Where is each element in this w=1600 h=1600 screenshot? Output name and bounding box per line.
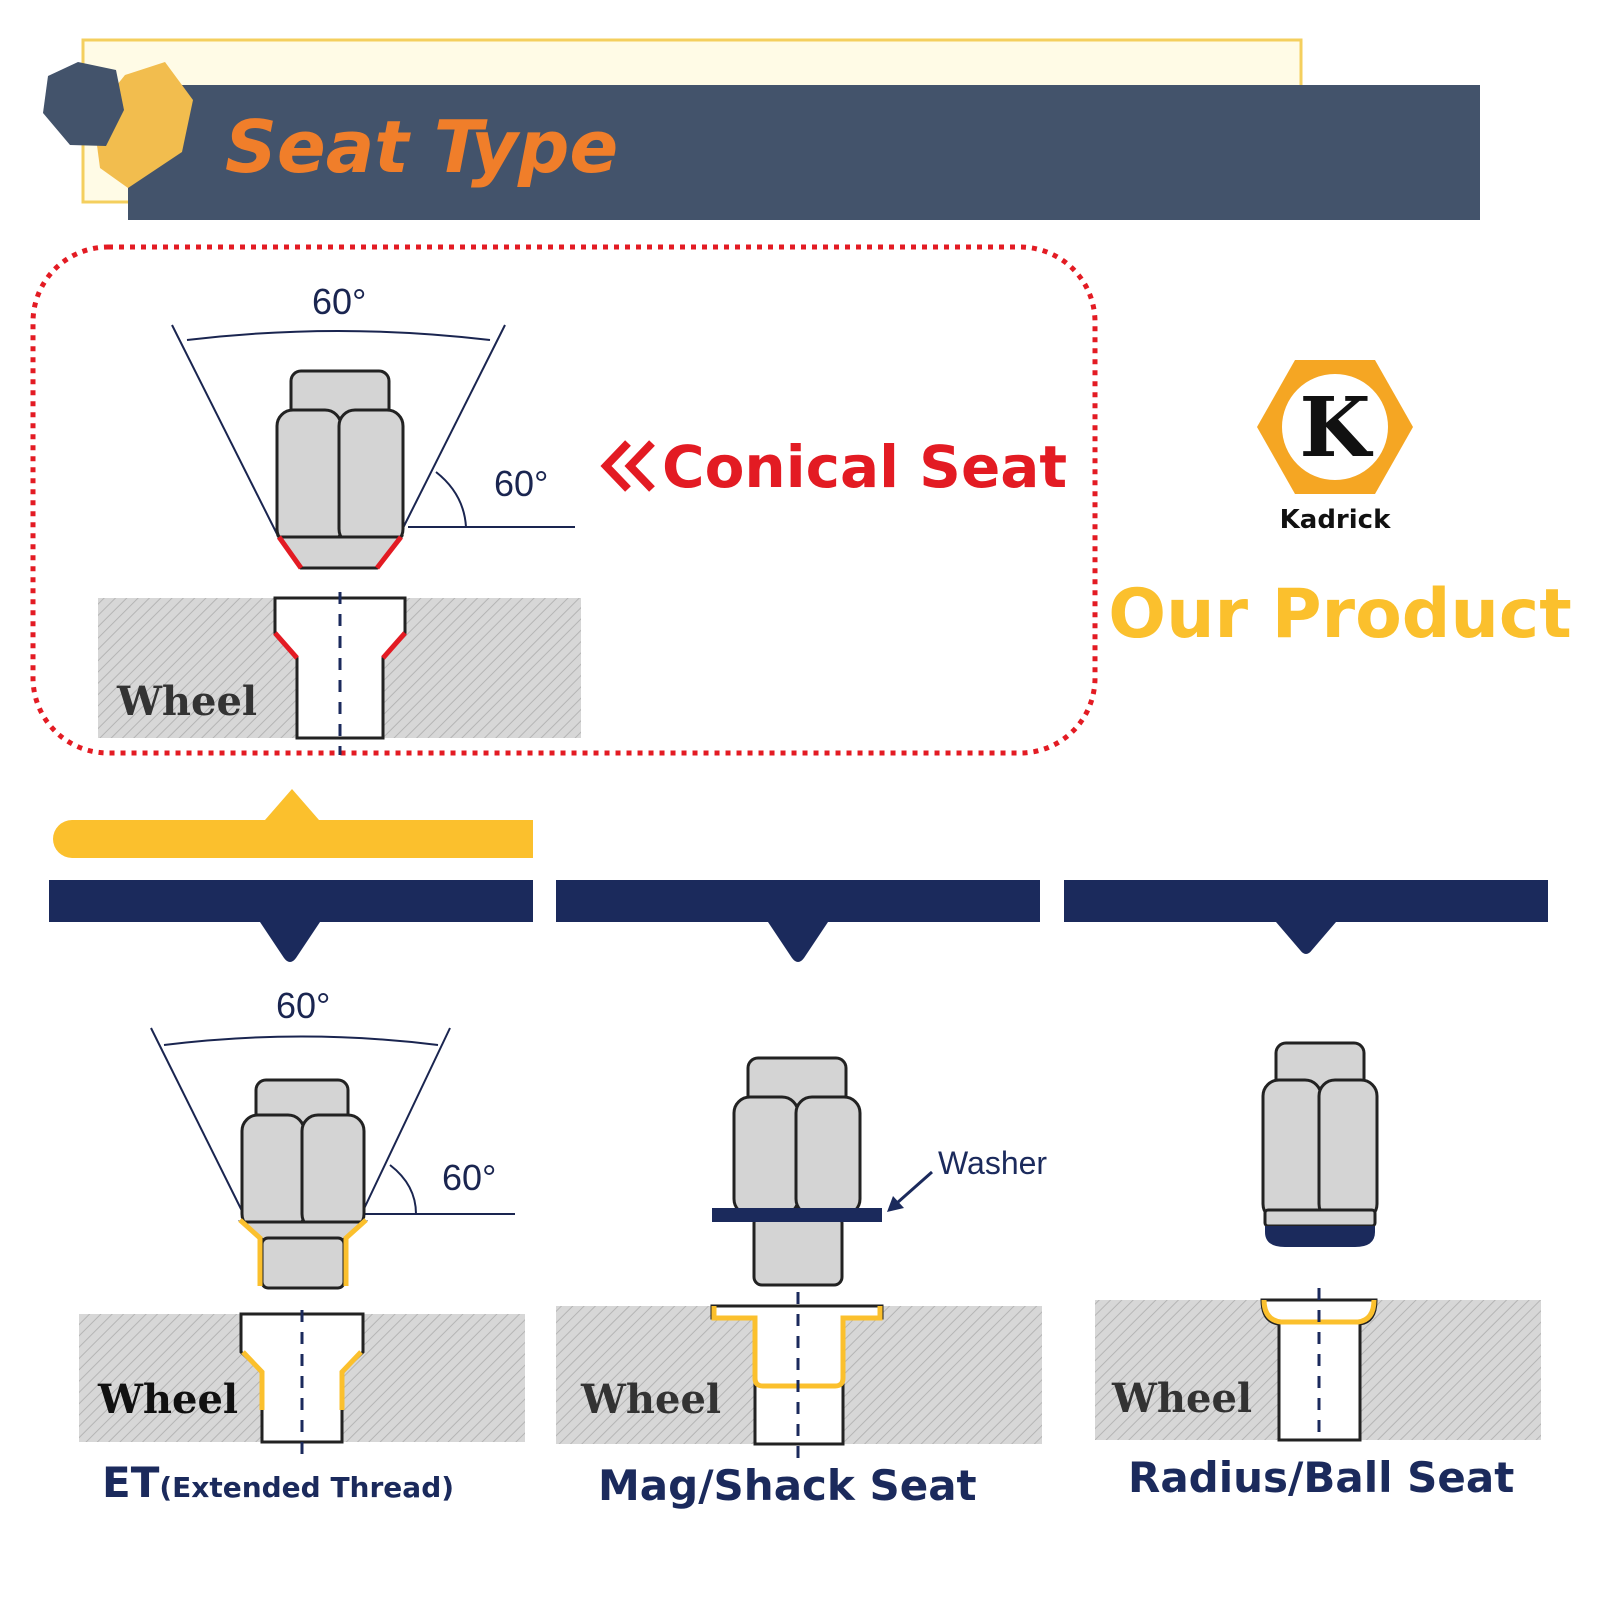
et-top-angle-label: 60° [276, 985, 330, 1026]
cone-right-line [402, 324, 506, 529]
navy-bars [49, 880, 1548, 962]
side-angle-arc [435, 471, 467, 528]
header: Seat Type [43, 38, 1480, 220]
radius-wheel: Wheel [1095, 1288, 1541, 1442]
et-wheel: Wheel [79, 1310, 525, 1462]
radius-wheel-label: Wheel [1111, 1375, 1252, 1422]
conical-seat-label-group: Conical Seat [600, 433, 1067, 501]
nut-body-right [337, 408, 405, 547]
kadrick-logo-letter: K [1299, 380, 1373, 476]
mag-nut-body-left [732, 1095, 800, 1217]
top-angle-arc [186, 330, 491, 341]
kadrick-logo-circle [1282, 374, 1388, 480]
et-caption-sub: (Extended Thread) [159, 1471, 454, 1504]
nut-cone-right-red [375, 535, 403, 570]
navy-bar-mag [556, 880, 1040, 922]
side-angle-label: 60° [494, 463, 548, 504]
et-nut-body-left [240, 1113, 306, 1232]
radius-nut-ball-seat [1265, 1226, 1375, 1247]
mag-nut-body-right [794, 1095, 862, 1217]
featured-panel: 60° 60° Wheel Conical Seat [30, 244, 1098, 756]
header-bar [128, 85, 1480, 220]
radius-nut-body-left [1261, 1078, 1323, 1222]
mag-nut [712, 1056, 882, 1287]
top-angle-label: 60° [312, 281, 366, 322]
seat-mag: Washer Wheel Mag/Shack Seat [556, 1056, 1047, 1510]
wheel-seat-left-red [273, 631, 299, 660]
double-chevron-icon-2 [624, 440, 655, 492]
radius-nut [1261, 1041, 1379, 1247]
et-nut-body-right [300, 1113, 366, 1232]
wheel-seat-right-red [381, 631, 407, 660]
navy-bar-radius [1064, 880, 1548, 922]
radius-nut-body-right [1317, 1078, 1379, 1222]
brand-name: Kadrick [1280, 505, 1391, 535]
mag-washer [712, 1208, 882, 1222]
seat-radius: Wheel Radius/Ball Seat [1095, 1041, 1541, 1502]
hex-dark-icon [43, 62, 124, 146]
et-nut-seat-yellow [238, 1218, 368, 1286]
et-caption: ET(Extended Thread) [102, 1458, 454, 1507]
et-side-angle-arc [389, 1164, 417, 1215]
yellow-connector-tab [53, 789, 533, 858]
et-caption-main: ET [102, 1458, 160, 1507]
washer-callout-label: Washer [938, 1145, 1047, 1181]
cone-left-line [171, 324, 281, 541]
seat-et: 60° 60° Wheel ET(Extended Thread) [79, 985, 525, 1507]
et-wheel-seat-yellow [241, 1350, 363, 1410]
double-chevron-icon [600, 440, 631, 492]
radius-caption: Radius/Ball Seat [1128, 1453, 1514, 1502]
et-wheel-label: Wheel [97, 1376, 238, 1423]
nut-body-left [275, 408, 343, 547]
mag-nut-shank [752, 1213, 844, 1287]
page-title: Seat Type [225, 105, 618, 189]
et-cone-left-line [150, 1027, 244, 1214]
our-product-label: Our Product [1108, 575, 1571, 654]
wheel-label: Wheel [116, 678, 257, 725]
et-cone-right-line [361, 1027, 451, 1214]
et-side-angle-label: 60° [442, 1157, 496, 1198]
mag-wheel-label: Wheel [580, 1376, 721, 1423]
et-nut [237, 1078, 369, 1290]
featured-wheel: Wheel [98, 592, 581, 755]
featured-dotted-frame [30, 244, 1098, 756]
et-nut-shank [260, 1236, 346, 1290]
radius-nut-band [1263, 1208, 1377, 1228]
conical-seat-label: Conical Seat [662, 433, 1067, 501]
navy-bar-radius-pointer [1276, 922, 1336, 954]
washer-callout-line [896, 1170, 933, 1205]
nut-cone-left-red [276, 535, 304, 570]
et-top-angle-arc [163, 1035, 439, 1046]
brand-block: K Kadrick Our Product [1108, 360, 1572, 654]
mag-wheel: Wheel [556, 1292, 1042, 1462]
navy-bar-et-pointer [260, 922, 320, 962]
navy-bar-et [49, 880, 533, 922]
mag-caption: Mag/Shack Seat [598, 1461, 977, 1510]
navy-bar-mag-pointer [768, 922, 828, 962]
washer-callout-arrow-icon [887, 1196, 904, 1212]
conical-nut [275, 369, 405, 570]
